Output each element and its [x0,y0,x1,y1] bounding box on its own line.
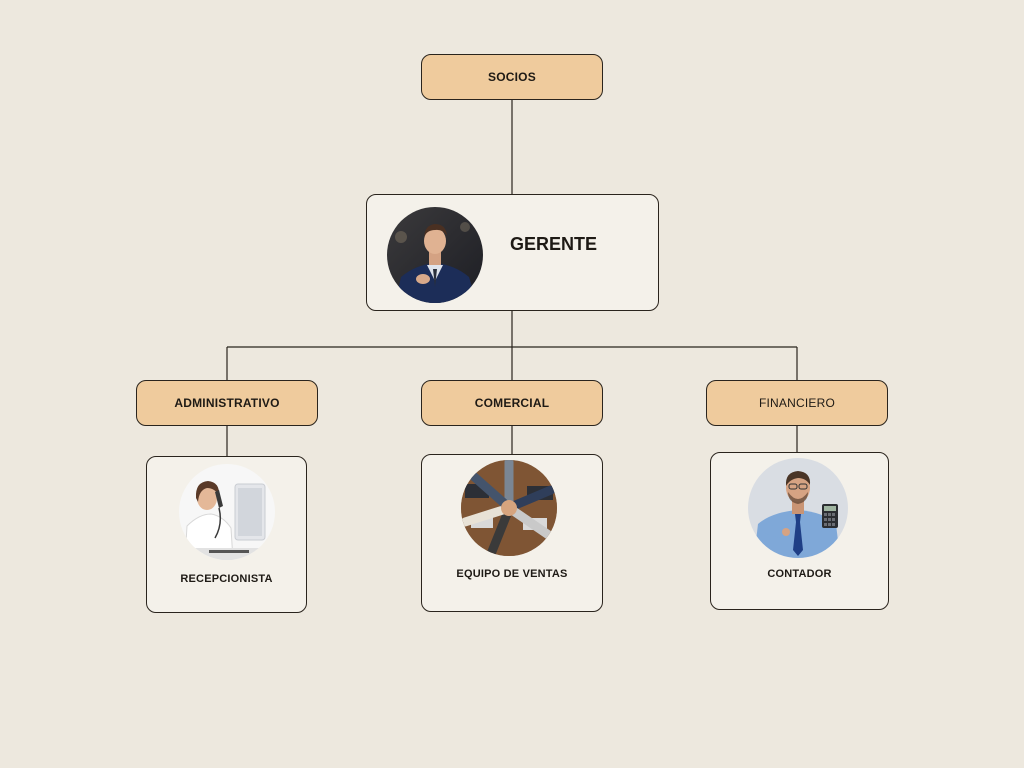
comercial-box: COMERCIAL [421,380,603,426]
contador-card: CONTADOR [710,452,889,610]
socios-label: SOCIOS [488,70,536,84]
contador-label: CONTADOR [767,568,832,580]
comercial-label: COMERCIAL [474,396,550,410]
gerente-label: GERENTE [510,234,598,254]
accountant-calculator-icon [748,458,848,558]
businessman-portrait-icon [387,207,483,303]
recepcionista-label: RECEPCIONISTA [180,573,273,585]
team-hands-icon [461,460,557,556]
financiero-box: FINANCIERO [706,380,888,426]
recepcionista-card: RECEPCIONISTA [146,456,307,613]
administrativo-label: ADMINISTRATIVO [174,396,280,410]
gerente-card: GERENTE [366,194,659,311]
equipo-ventas-label: EQUIPO DE VENTAS [456,568,568,580]
administrativo-box: ADMINISTRATIVO [136,380,318,426]
equipo-ventas-card: EQUIPO DE VENTAS [421,454,603,612]
socios-box: SOCIOS [421,54,603,100]
financiero-label: FINANCIERO [758,396,835,410]
receptionist-phone-icon [179,464,275,560]
